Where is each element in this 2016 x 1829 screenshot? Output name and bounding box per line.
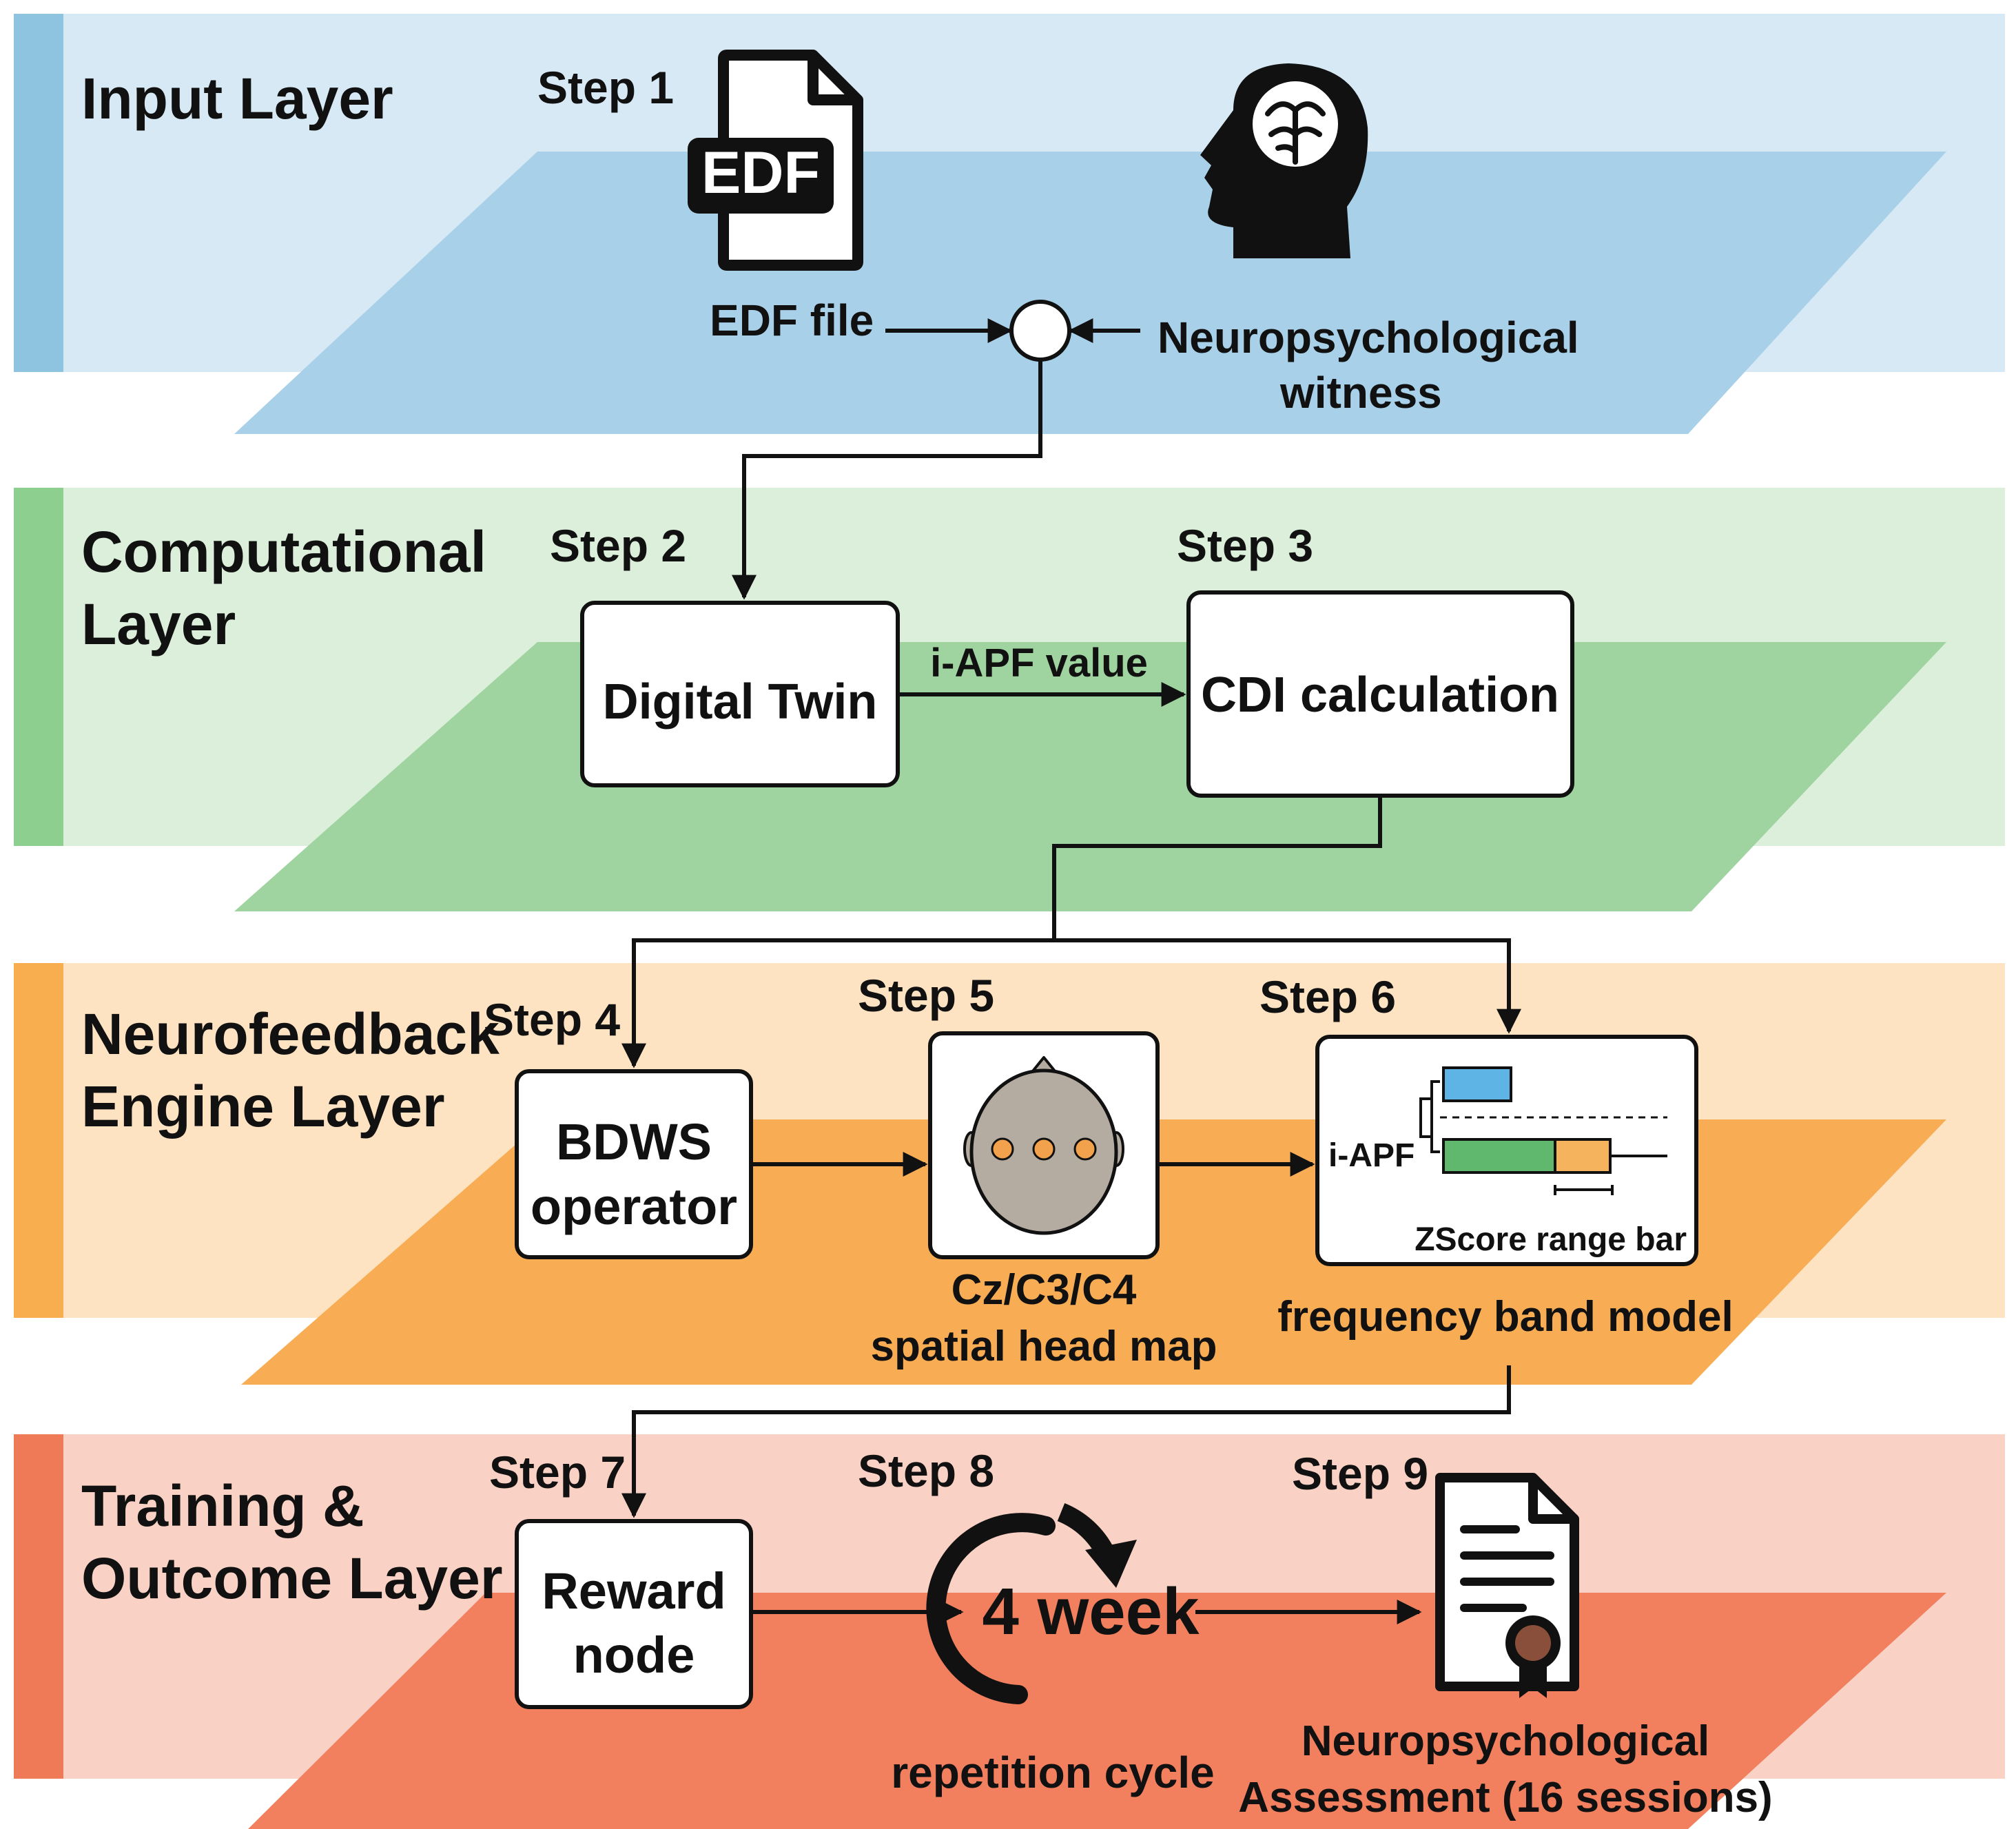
- training-sidebar: [14, 1434, 63, 1779]
- neurofeedback-layer-title-1: Neurofeedback: [81, 1002, 500, 1066]
- step-2-label: Step 2: [550, 520, 686, 571]
- digital-twin-label: Digital Twin: [603, 674, 878, 730]
- band-model-label: frequency band model: [1277, 1293, 1733, 1341]
- cdi-to-bdws-arrow: [621, 938, 1054, 1068]
- step-5-label: Step 5: [858, 970, 994, 1021]
- zscore-range-chart: i-APF ZScore range bar: [1328, 1066, 1687, 1258]
- bdws-label-line-1: BDWS: [556, 1113, 712, 1170]
- input-layer: Input Layer Step 1 EDF EDF file Neuropsy…: [14, 14, 2005, 434]
- cdi-to-engine-connector: [1052, 796, 1382, 940]
- head-brain-icon: [1200, 63, 1368, 258]
- i-apf-value-label: i-APF value: [930, 641, 1148, 685]
- neurofeedback-layer-title-2: Engine Layer: [81, 1074, 445, 1139]
- reward-label-line-2: node: [573, 1626, 695, 1684]
- step-8-label: Step 8: [858, 1445, 994, 1496]
- zscore-bar-green: [1442, 1138, 1556, 1174]
- chart-caption: ZScore range bar: [1415, 1221, 1687, 1258]
- computational-layer: Computational Layer Step 2 Step 3 Digita…: [14, 488, 2005, 911]
- cycle-text: 4 week: [983, 1575, 1200, 1649]
- cdi-to-band-model-arrow: [1054, 938, 1521, 1034]
- witness-label-line-2: witness: [1279, 368, 1442, 417]
- chart-axis-label: i-APF: [1328, 1137, 1415, 1174]
- edf-file-icon: EDF: [688, 50, 863, 271]
- reward-label-line-1: Reward: [542, 1562, 726, 1620]
- cycle-label: repetition cycle: [891, 1748, 1215, 1797]
- input-layer-title: Input Layer: [81, 66, 393, 131]
- step-9-label: Step 9: [1292, 1448, 1428, 1499]
- certificate-icon: [1435, 1473, 1579, 1698]
- bdws-label-line-2: operator: [531, 1178, 737, 1235]
- training-layer-title-1: Training &: [81, 1474, 364, 1538]
- training-layer: Training & Outcome Layer Step 7 Step 8 S…: [14, 1434, 2005, 1829]
- neurofeedback-sidebar: [14, 963, 63, 1318]
- step-1-label: Step 1: [537, 62, 674, 113]
- assessment-label-line-2: Assessment (16 sessions): [1238, 1774, 1772, 1821]
- zscore-bar-orange: [1554, 1138, 1612, 1174]
- step-3-label: Step 3: [1177, 520, 1313, 571]
- training-layer-title-2: Outcome Layer: [81, 1546, 503, 1611]
- step-7-label: Step 7: [489, 1447, 626, 1498]
- electrode-c3: [991, 1137, 1014, 1161]
- head-map-label-line-1: Cz/C3/C4: [952, 1266, 1137, 1314]
- computational-layer-title-1: Computational: [81, 519, 486, 584]
- computational-sidebar: [14, 488, 63, 846]
- input-plane: [234, 152, 1946, 434]
- witness-label-line-1: Neuropsychological: [1158, 313, 1579, 362]
- electrode-cz: [1032, 1137, 1056, 1161]
- merge-to-twin-connector: [732, 360, 1042, 600]
- merge-node: [1009, 300, 1071, 362]
- computational-layer-title-2: Layer: [81, 592, 236, 657]
- edf-icon-text: EDF: [701, 140, 820, 206]
- band-model-to-reward-connector: [621, 1365, 1511, 1518]
- neurofeedback-layer: Neurofeedback Engine Layer Step 4 Step 5…: [14, 963, 2005, 1385]
- cycle-arrow-icon: [926, 1503, 1137, 1704]
- certificate-seal: [1515, 1625, 1551, 1661]
- head-map-icon: [963, 1056, 1124, 1235]
- step-4-label: Step 4: [484, 994, 620, 1045]
- cdi-calculation-label: CDI calculation: [1201, 668, 1559, 723]
- step-6-label: Step 6: [1259, 971, 1396, 1022]
- head-map-label-line-2: spatial head map: [870, 1323, 1217, 1370]
- edf-file-label: EDF file: [710, 296, 874, 345]
- electrode-c4: [1073, 1137, 1097, 1161]
- assessment-label-line-1: Neuropsychological: [1302, 1717, 1710, 1765]
- input-sidebar: [14, 14, 63, 372]
- zscore-bar-blue: [1442, 1066, 1512, 1102]
